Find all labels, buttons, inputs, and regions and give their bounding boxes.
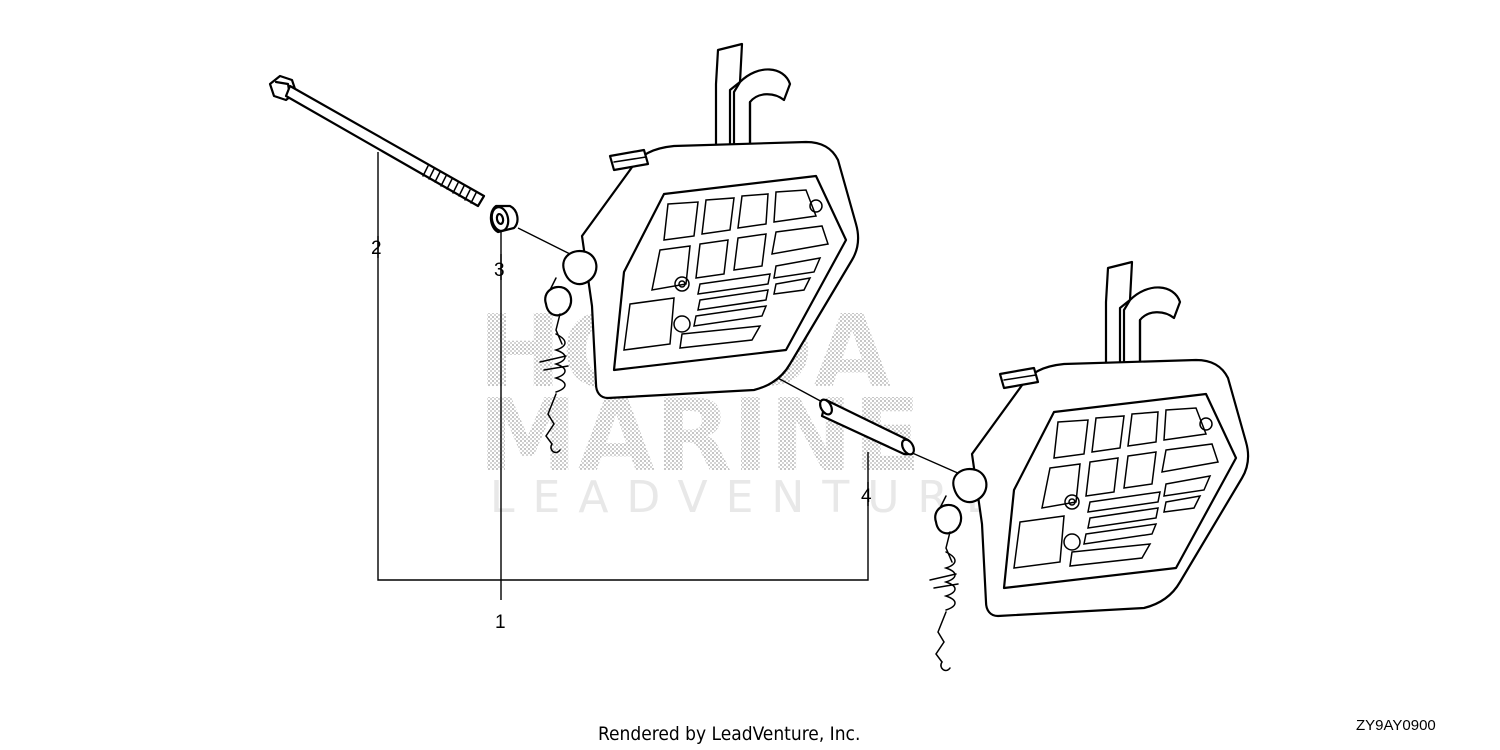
bolt-icon [268,74,486,208]
callout-leaders [377,152,961,600]
callout-4: 4 [861,486,872,507]
callout-2: 2 [371,238,382,259]
collar-icon [489,204,519,234]
watermark-brand-line2: MARINE [478,377,921,494]
remote-control-box-icon-second [928,260,1250,672]
pipe-icon [819,398,915,456]
callout-1: 1 [495,612,506,633]
watermark-brand-line3: LEADVENTURE [490,472,1012,523]
callout-3: 3 [494,260,505,281]
diagram-code: ZY9AY0900 [1356,717,1436,734]
rendered-by-credit: Rendered by LeadVenture, Inc. [598,723,860,745]
